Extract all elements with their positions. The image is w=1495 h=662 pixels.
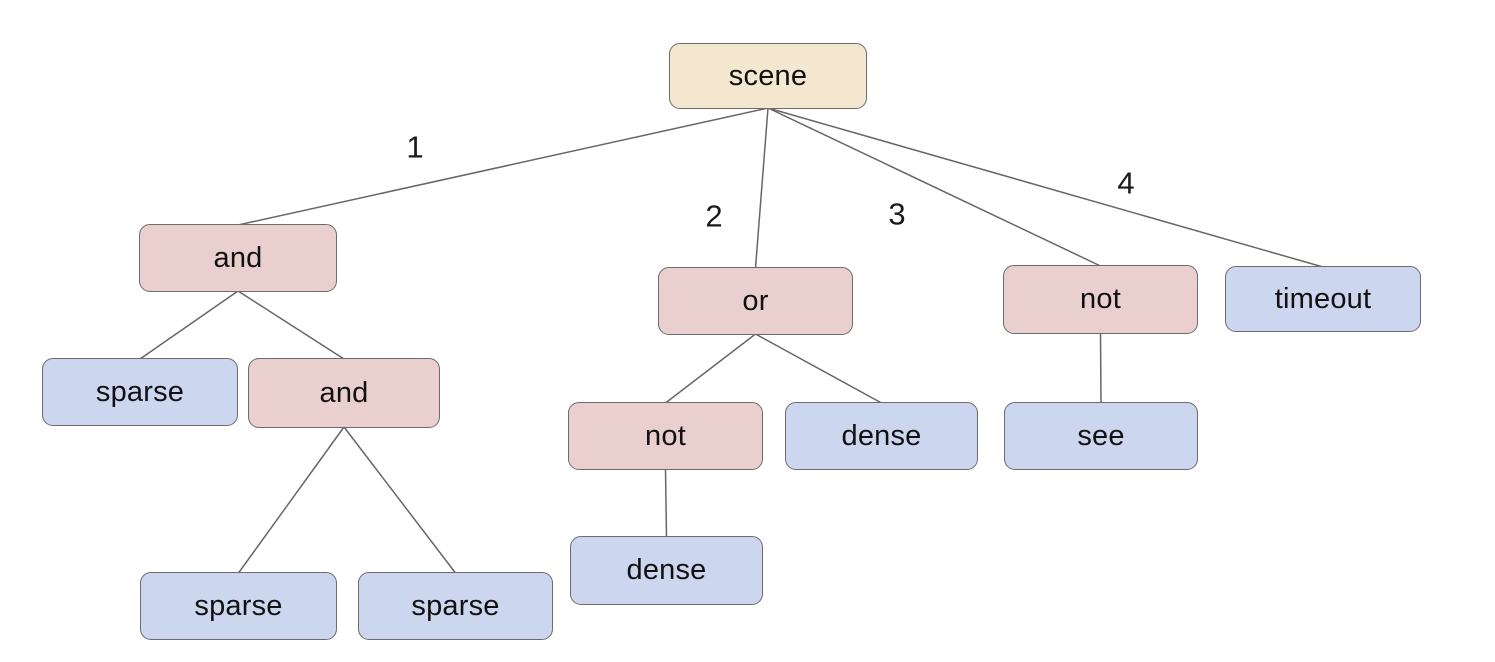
node-sparse-left: sparse: [42, 358, 238, 426]
node-and-left: and: [139, 224, 337, 292]
edge-and-left-sparse-left: [139, 290, 239, 360]
edge-and-inner-sparse-bottom-2: [343, 426, 457, 574]
node-dense-mid: dense: [785, 402, 978, 470]
edge-scene-timeout: [767, 107, 1324, 268]
edge-and-inner-sparse-bottom-1: [237, 426, 345, 574]
edge-label-1: 1: [406, 129, 424, 165]
node-see: see: [1004, 402, 1198, 470]
edge-not-mid-dense-bottom: [664, 468, 668, 538]
edge-scene-or-mid: [754, 107, 769, 269]
edge-scene-and-left: [237, 107, 769, 226]
edge-label-2: 2: [705, 198, 723, 234]
node-sparse-bottom-2: sparse: [358, 572, 553, 640]
node-or-mid: or: [658, 267, 853, 335]
node-not-right: not: [1003, 265, 1198, 334]
node-not-mid: not: [568, 402, 763, 470]
node-scene: scene: [669, 43, 867, 109]
edge-not-right-see: [1099, 332, 1102, 404]
edge-or-mid-dense-mid: [755, 333, 882, 404]
edge-label-3: 3: [888, 196, 906, 232]
node-and-inner: and: [248, 358, 440, 428]
edge-or-mid-not-mid: [665, 333, 756, 404]
node-sparse-bottom-1: sparse: [140, 572, 337, 640]
edge-scene-not-right: [767, 107, 1101, 267]
node-timeout: timeout: [1225, 266, 1421, 332]
node-dense-bottom: dense: [570, 536, 763, 605]
edge-label-4: 4: [1117, 165, 1135, 201]
edge-and-left-and-inner: [237, 290, 345, 360]
